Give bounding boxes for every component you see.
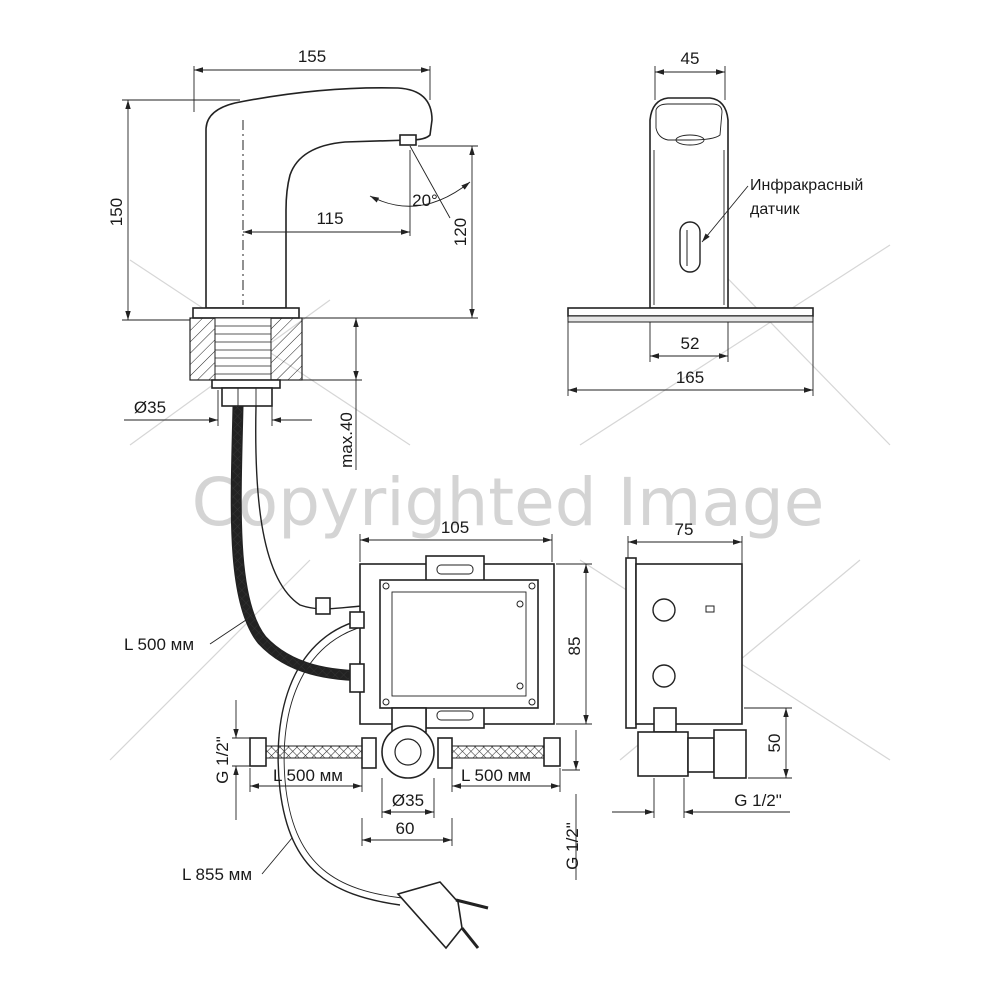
dim-mount-diameter: Ø35 bbox=[134, 398, 166, 417]
dimension-spout-height: 120 bbox=[302, 145, 478, 319]
faucet-hose-label: L 500 мм bbox=[124, 619, 247, 654]
dimension-box-width: 105 bbox=[359, 518, 553, 562]
dimension-max-depth: max.40 bbox=[302, 318, 362, 470]
dim-side-height: 50 bbox=[765, 734, 784, 753]
dimension-valve-diameter: Ø35 bbox=[381, 778, 435, 818]
dimension-height: 150 bbox=[107, 99, 240, 321]
dim-side-width: 45 bbox=[681, 49, 700, 68]
watermark-text: Copyrighted Image bbox=[192, 464, 825, 541]
faucet-front-view bbox=[189, 87, 433, 407]
dim-left-hose: L 500 мм bbox=[273, 766, 343, 785]
dim-base-width: 165 bbox=[676, 368, 704, 387]
dim-side-thread: G 1/2" bbox=[734, 791, 782, 810]
sensor-callout: Инфракрасный датчик bbox=[701, 177, 863, 243]
dim-inlet-thread: G 1/2" bbox=[213, 736, 232, 784]
dim-faucet-height: 150 bbox=[107, 198, 126, 226]
dimension-base-width: 165 bbox=[567, 322, 814, 396]
sensor-label-line1: Инфракрасный bbox=[750, 177, 863, 194]
dim-body-width: 52 bbox=[681, 334, 700, 353]
control-box-side bbox=[625, 557, 747, 779]
dimension-side-width: 45 bbox=[654, 49, 726, 100]
dimension-valve-spacing: 60 bbox=[361, 818, 453, 846]
inlet-assembly bbox=[249, 707, 561, 779]
dim-box-height: 85 bbox=[565, 637, 584, 656]
dimension-body-width: 52 bbox=[649, 322, 729, 362]
dimension-mount-diameter: Ø35 bbox=[124, 390, 312, 426]
power-cable: L 855 мм bbox=[182, 617, 489, 950]
dimension-bottom-thread: G 1/2" bbox=[562, 730, 582, 880]
dim-bottom-thread: G 1/2" bbox=[563, 822, 582, 870]
faucet-side-view bbox=[567, 97, 814, 323]
dimension-inlet-hoses: L 500 мм L 500 мм bbox=[249, 766, 561, 792]
dimension-width: 155 bbox=[193, 47, 431, 112]
dimension-angle: 20° bbox=[369, 145, 471, 219]
dimension-side-height: 50 bbox=[744, 707, 792, 779]
dimension-spout-reach: 115 bbox=[243, 150, 411, 236]
dimension-box-height: 85 bbox=[556, 563, 592, 725]
dim-box-width: 105 bbox=[441, 518, 469, 537]
dim-angle: 20° bbox=[412, 191, 438, 210]
hose-length-label: L 500 мм bbox=[124, 635, 194, 654]
cable-length-label: L 855 мм bbox=[182, 865, 252, 884]
dim-max-depth: max.40 bbox=[337, 412, 356, 468]
sensor-label-line2: датчик bbox=[750, 201, 800, 218]
dim-faucet-width: 155 bbox=[298, 47, 326, 66]
dim-spout-reach: 115 bbox=[316, 209, 343, 228]
dimension-side-thread: G 1/2" bbox=[612, 778, 790, 818]
dim-side-depth: 75 bbox=[675, 520, 694, 539]
dimension-inlet-thread: G 1/2" bbox=[213, 700, 250, 820]
dim-spout-height: 120 bbox=[451, 218, 470, 246]
control-box-front bbox=[349, 555, 555, 729]
dimension-side-depth: 75 bbox=[627, 520, 743, 564]
dim-valve-spacing: 60 bbox=[396, 819, 415, 838]
dim-valve-diameter: Ø35 bbox=[392, 791, 424, 810]
dim-right-hose: L 500 мм bbox=[461, 766, 531, 785]
